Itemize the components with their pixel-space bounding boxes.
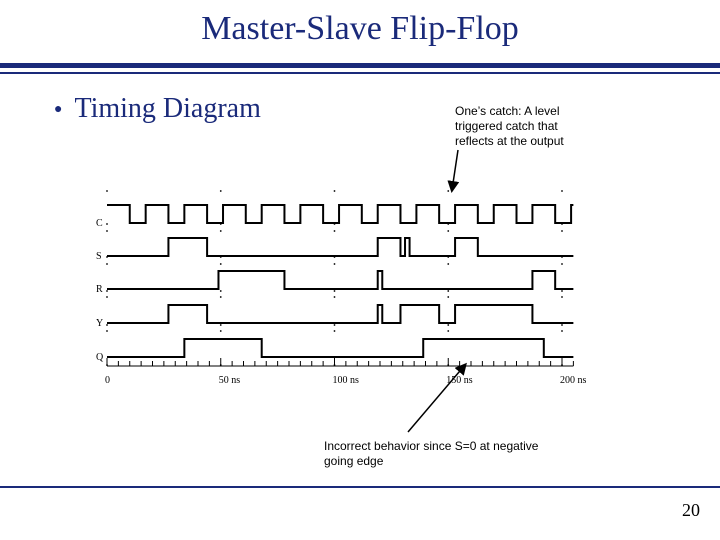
signal-label-y: Y	[96, 318, 103, 329]
guide-dot	[561, 324, 563, 326]
guide-dot	[106, 296, 108, 298]
guide-dot	[333, 296, 336, 298]
signal-label-c: C	[96, 218, 103, 229]
guide-dot	[219, 190, 222, 192]
guide-dot	[219, 296, 222, 298]
slide-title: Master-Slave Flip-Flop	[201, 10, 519, 47]
guide-dot	[219, 290, 222, 292]
arrow-incorrect-behavior	[407, 362, 467, 433]
axis-tick-label: 50 ns	[219, 375, 241, 386]
guide-dot	[106, 230, 108, 232]
guide-dot	[333, 263, 336, 265]
guide-dot	[561, 223, 563, 225]
waveform-r	[107, 270, 574, 290]
guide-dot	[106, 223, 108, 225]
guide-dot	[219, 230, 222, 232]
guide-dot	[447, 190, 450, 192]
bullet-text: Timing Diagram	[74, 93, 261, 124]
guide-dot	[447, 256, 450, 258]
signal-label-q: Q	[96, 352, 104, 363]
arrow-ones-catch	[447, 149, 460, 193]
axis-tick-label: 100 ns	[333, 375, 360, 386]
title-rule-thick	[0, 63, 720, 68]
bullet-item: ● Timing Diagram	[54, 93, 261, 125]
waveform-y	[107, 304, 574, 324]
signals-group: C S R Y Q	[96, 204, 574, 363]
guide-dot	[561, 230, 563, 232]
guide-dot	[561, 263, 563, 265]
guide-dot	[106, 324, 108, 326]
guide-dot	[219, 330, 222, 332]
guide-dot	[447, 263, 450, 265]
guide-dot	[106, 190, 108, 192]
guide-dot	[447, 290, 450, 292]
guide-dot	[219, 364, 222, 366]
guide-dot	[561, 330, 563, 332]
guide-dot	[219, 324, 222, 326]
guide-dot	[561, 364, 563, 366]
guide-dot	[447, 330, 450, 332]
guide-dot	[333, 190, 336, 192]
signal-label-r: R	[96, 284, 103, 295]
guide-dot	[333, 256, 336, 258]
guide-dot	[447, 324, 450, 326]
bullet-icon: ●	[54, 102, 63, 117]
guide-dot	[219, 223, 222, 225]
guide-dot	[106, 256, 108, 258]
guide-dot	[333, 364, 336, 366]
waveform-q	[107, 338, 574, 358]
guide-dot	[561, 190, 563, 192]
waveform-s	[107, 237, 574, 257]
guide-dot	[333, 290, 336, 292]
axis-tick-label: 0	[105, 375, 110, 386]
guide-dot	[561, 256, 563, 258]
guide-dot	[106, 290, 108, 292]
time-axis: 0 50 ns 100 ns 150 ns 200 ns	[105, 358, 587, 386]
guide-dot	[447, 223, 450, 225]
bottom-rule	[0, 486, 720, 488]
annotation-ones-catch: One’s catch: A level triggered catch tha…	[455, 104, 564, 148]
signal-label-s: S	[96, 251, 102, 262]
guide-dot	[219, 256, 222, 258]
page-number: 20	[682, 500, 700, 520]
guide-dot	[561, 290, 563, 292]
waveform-c	[107, 204, 574, 224]
guide-dot	[219, 263, 222, 265]
guide-dot	[333, 223, 336, 225]
guide-dot	[106, 364, 108, 366]
guide-dot	[333, 324, 336, 326]
axis-tick-label: 150 ns	[446, 375, 473, 386]
axis-tick-label: 200 ns	[560, 375, 587, 386]
guide-dot	[106, 330, 108, 332]
guide-dot	[333, 230, 336, 232]
guide-dot	[561, 296, 563, 298]
guide-dot	[447, 296, 450, 298]
title-rule-thin	[0, 72, 720, 74]
guide-dot	[106, 263, 108, 265]
guide-dot	[447, 364, 450, 366]
guide-dot	[333, 330, 336, 332]
guide-dot	[447, 230, 450, 232]
annotation-incorrect-behavior: Incorrect behavior since S=0 at negative…	[324, 439, 539, 468]
guide-dots	[106, 190, 563, 366]
